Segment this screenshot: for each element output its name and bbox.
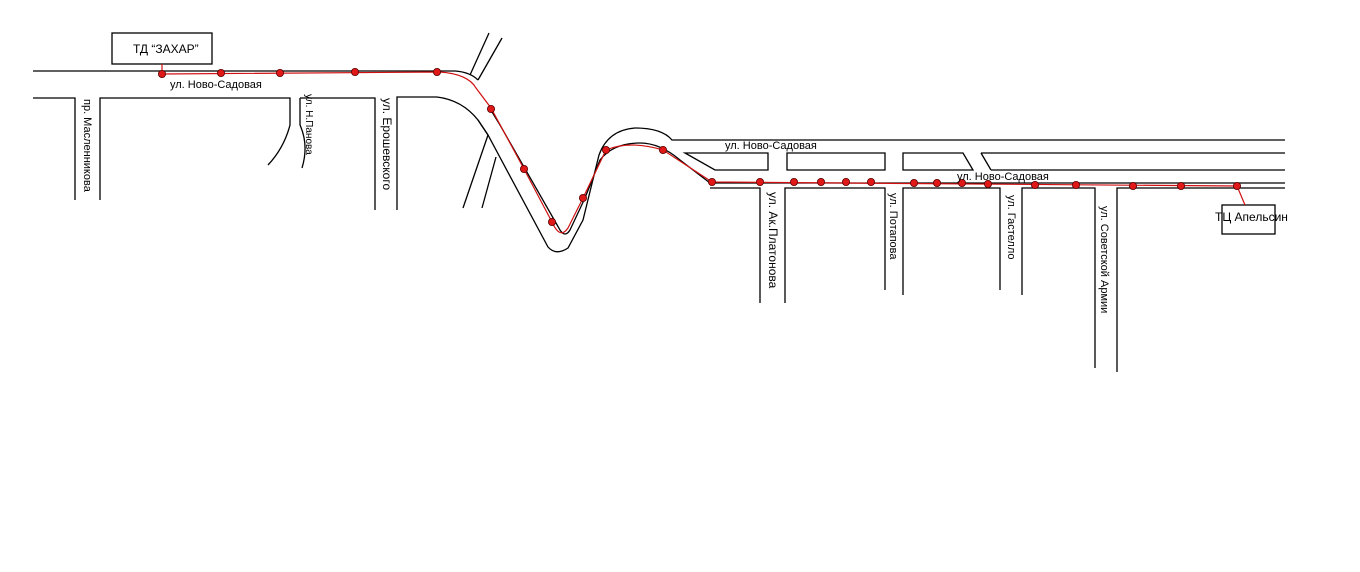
median-block: [786, 152, 886, 171]
route-stop-marker[interactable]: [157, 70, 166, 79]
road-edge: [99, 97, 291, 200]
street-label-novo-sadovaya: ул. Ново-Садовая: [725, 140, 817, 152]
road-edge: [1021, 187, 1096, 368]
route-stop-marker[interactable]: [1031, 180, 1040, 189]
road-edge: [477, 119, 1285, 253]
route-stop-marker[interactable]: [817, 177, 826, 186]
road-edge: [784, 187, 886, 303]
end-poi-label: ТЦ Апельсин: [1215, 210, 1288, 224]
poi-boxes: [111, 32, 1276, 235]
route-stop-marker[interactable]: [1177, 181, 1186, 190]
start-poi-label: ТД “ЗАХАР”: [133, 42, 199, 56]
route-stop-marker[interactable]: [910, 178, 919, 187]
median-block: [682, 152, 769, 171]
road-edge: [300, 97, 376, 210]
route-stop-marker[interactable]: [867, 177, 876, 186]
route-stop-marker[interactable]: [842, 177, 851, 186]
road-edge: [469, 32, 490, 76]
route-stop-marker[interactable]: [350, 68, 359, 77]
median-block: [980, 152, 1285, 171]
median-block: [902, 152, 975, 171]
street-label-n-panova: ул. Н.Панова: [303, 94, 314, 155]
route-stop-marker[interactable]: [486, 105, 495, 114]
road-edge: [396, 96, 489, 210]
labels: ТД “ЗАХАР” ТЦ Апельсин ул. Ново-Садовая …: [81, 42, 1288, 313]
start-poi-box[interactable]: [111, 32, 213, 65]
route-stop-marker[interactable]: [275, 69, 284, 78]
route-stop-marker[interactable]: [216, 69, 225, 78]
end-poi-box[interactable]: [1221, 204, 1276, 235]
route-stop-marker[interactable]: [790, 177, 799, 186]
road-edge: [902, 187, 1001, 295]
route-stop-marker[interactable]: [958, 178, 967, 187]
route-stop-marker[interactable]: [579, 193, 588, 202]
route-stops: [157, 68, 1242, 226]
road-edge: [299, 98, 306, 169]
street-label-novo-sadovaya: ул. Ново-Садовая: [957, 171, 1049, 183]
route-stop-marker[interactable]: [520, 164, 529, 173]
street-label-maslennikova: пр. Масленникова: [81, 99, 93, 193]
road-network: [33, 32, 1285, 372]
street-label-gastello: ул. Гастелло: [1005, 195, 1017, 260]
road-edge: [710, 187, 761, 303]
route-stop-marker[interactable]: [708, 177, 717, 186]
road-edge: [33, 97, 76, 200]
street-label-ak-platonova: ул. Ак.Платонова: [766, 192, 780, 289]
route-stop-marker[interactable]: [984, 179, 993, 188]
road-edge: [462, 134, 489, 209]
road-edge: [33, 70, 479, 81]
route-stop-marker[interactable]: [756, 177, 765, 186]
route-stop-marker[interactable]: [933, 178, 942, 187]
route-stop-marker[interactable]: [659, 145, 668, 154]
route-stop-marker[interactable]: [602, 145, 611, 154]
route-stop-marker[interactable]: [548, 217, 557, 226]
route-stop-marker[interactable]: [1129, 181, 1138, 190]
route-stop-marker[interactable]: [432, 68, 441, 77]
street-label-sovetskoy-armii: ул. Советской Армии: [1098, 206, 1110, 313]
route-line: [161, 64, 1246, 234]
street-label-novo-sadovaya: ул. Ново-Садовая: [170, 79, 262, 91]
road-edge: [1116, 187, 1285, 372]
route-stop-marker[interactable]: [1072, 180, 1081, 189]
route-stop-marker[interactable]: [1233, 181, 1242, 190]
road-edge: [477, 37, 503, 81]
street-label-eroshevskogo: ул. Ерошевского: [380, 98, 394, 190]
route-path: [161, 64, 1246, 234]
street-label-potapova: ул. Потапова: [887, 193, 899, 260]
road-edge: [481, 156, 497, 209]
